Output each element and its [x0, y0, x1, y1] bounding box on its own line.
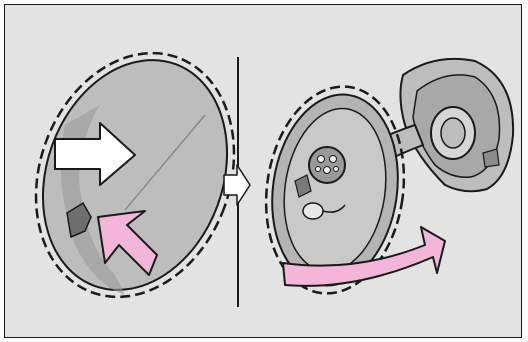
lid-open-socket-hole	[441, 118, 465, 148]
charge-pin-1	[318, 156, 325, 163]
charge-pin-2	[330, 156, 337, 163]
charge-pin-5	[334, 167, 339, 172]
instruction-figure	[4, 4, 522, 338]
charge-socket	[309, 147, 345, 183]
lid-open-tab	[483, 149, 499, 167]
lid-closed	[12, 34, 258, 316]
figure-canvas	[5, 5, 522, 338]
port-cap	[303, 203, 323, 219]
panel-step-2	[253, 59, 513, 303]
charge-pin-4	[316, 167, 321, 172]
charge-pin-3	[324, 167, 331, 174]
